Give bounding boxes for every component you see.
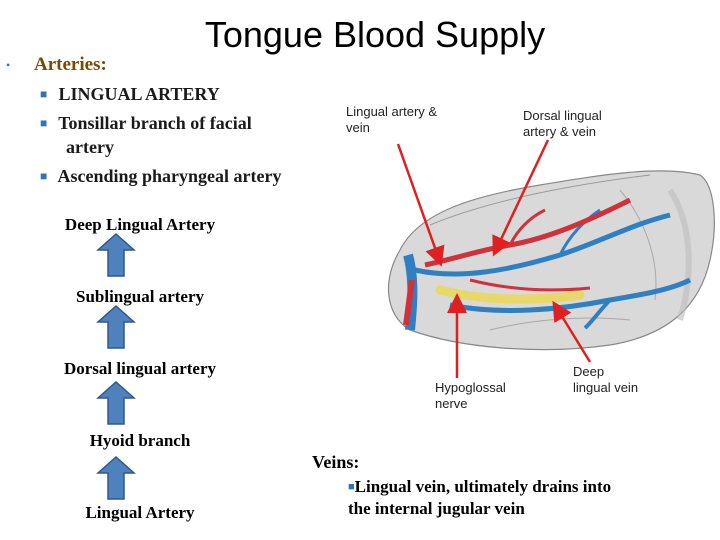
- artery-item-label: Ascending pharyngeal artery: [57, 166, 282, 186]
- square-bullet-icon: ■: [40, 116, 48, 130]
- chain-label-lingual: Lingual Artery: [85, 503, 195, 522]
- arteries-heading: Arteries:: [34, 54, 107, 75]
- pointer-arrow: [552, 300, 592, 363]
- label-deep-lingual-vein: Deep lingual vein: [573, 364, 638, 396]
- label-dorsal-lingual: Dorsal lingual artery & vein: [523, 108, 602, 140]
- up-arrow-icon: [96, 232, 136, 277]
- veins-line: the internal jugular vein: [348, 499, 525, 518]
- chain-label-hyoid: Hyoid branch: [89, 431, 191, 450]
- label-line: vein: [346, 120, 370, 135]
- veins-heading: Veins:: [312, 452, 360, 472]
- square-bullet-icon: ■: [40, 169, 48, 183]
- label-line: Hypoglossal: [435, 380, 506, 395]
- tongue-illustration: [387, 170, 715, 351]
- artery-item: ■ LINGUAL ARTERY: [40, 84, 220, 105]
- artery-item-label: Tonsillar branch of facial: [58, 113, 252, 133]
- artery-item: ■ Tonsillar branch of facial: [40, 113, 252, 134]
- label-line: Deep: [573, 364, 605, 379]
- label-line: artery & vein: [523, 124, 596, 139]
- chain-label-deep-lingual: Deep Lingual Artery: [64, 215, 216, 234]
- artery-item: ■ Ascending pharyngeal artery: [40, 166, 282, 187]
- chain-label-dorsal-lingual: Dorsal lingual artery: [63, 359, 217, 378]
- label-line: lingual vein: [573, 380, 639, 395]
- artery-item-label: LINGUAL ARTERY: [58, 84, 220, 104]
- up-arrow-icon: [96, 455, 136, 500]
- label-hypoglossal: Hypoglossal nerve: [435, 380, 506, 412]
- pointer-arrow: [492, 139, 550, 257]
- chain-label-sublingual: Sublingual artery: [76, 287, 204, 306]
- veins-description: ■Lingual vein, ultimately drains into th…: [348, 476, 678, 520]
- label-lingual-artery-vein: Lingual artery & vein: [346, 104, 437, 136]
- label-line: nerve: [435, 396, 468, 411]
- square-bullet-icon: ■: [40, 87, 48, 101]
- pointer-arrow: [396, 143, 445, 267]
- veins-line: Lingual vein, ultimately drains into: [354, 477, 612, 496]
- label-line: Lingual artery &: [346, 104, 438, 119]
- slide-title: Tongue Blood Supply: [204, 14, 546, 55]
- label-line: Dorsal lingual: [523, 108, 602, 123]
- up-arrow-icon: [96, 304, 136, 349]
- square-bullet-icon: ■: [348, 481, 355, 493]
- artery-item-continued: artery: [66, 137, 114, 157]
- bullet-icon: •: [6, 58, 11, 72]
- up-arrow-icon: [96, 380, 136, 425]
